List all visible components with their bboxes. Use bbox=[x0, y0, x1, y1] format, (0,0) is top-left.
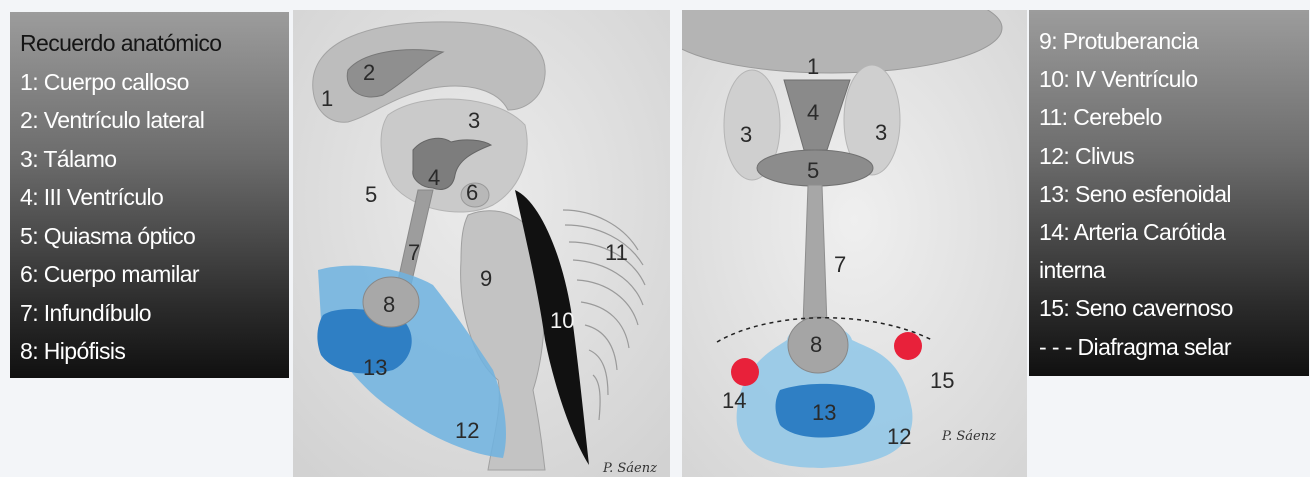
label-10: 10 bbox=[550, 308, 574, 333]
label-8: 8 bbox=[810, 332, 822, 357]
legend-item-talamo: 3: Tálamo bbox=[20, 140, 289, 179]
label-15: 15 bbox=[930, 368, 954, 393]
label-12: 12 bbox=[887, 424, 911, 449]
legend-item-cuerpo-calloso: 1: Cuerpo calloso bbox=[20, 63, 289, 102]
label-1: 1 bbox=[807, 54, 819, 79]
artist-signature: P. Sáenz bbox=[602, 461, 657, 476]
label-9: 9 bbox=[480, 266, 492, 291]
label-8: 8 bbox=[383, 292, 395, 317]
label-2: 2 bbox=[363, 60, 375, 85]
label-4: 4 bbox=[428, 165, 440, 190]
label-6: 6 bbox=[466, 180, 478, 205]
legend-item-diafragma-selar: - - - Diafragma selar bbox=[1039, 328, 1309, 366]
label-1: 1 bbox=[321, 86, 333, 111]
sagittal-drawing: 1 2 3 4 5 6 7 8 9 10 11 12 13 P. Sáenz bbox=[293, 10, 670, 477]
label-7: 7 bbox=[834, 252, 846, 277]
label-13: 13 bbox=[812, 400, 836, 425]
legend-item-protuberancia: 9: Protuberancia bbox=[1039, 22, 1309, 60]
legend-item-clivus: 12: Clivus bbox=[1039, 137, 1309, 175]
label-3: 3 bbox=[468, 108, 480, 133]
label-13: 13 bbox=[363, 355, 387, 380]
legend-right-panel: 9: Protuberancia 10: IV Ventrículo 11: C… bbox=[1029, 10, 1309, 376]
legend-item-hipofisis: 8: Hipófisis bbox=[20, 332, 289, 371]
carotid-artery-right bbox=[894, 332, 922, 360]
sagittal-drawing-panel: 1 2 3 4 5 6 7 8 9 10 11 12 13 P. Sáenz bbox=[293, 10, 670, 477]
legend-item-seno-cavernoso: 15: Seno cavernoso bbox=[1039, 289, 1309, 327]
coronal-drawing: 1 4 3 3 5 7 8 13 12 14 15 P. Sáenz bbox=[682, 10, 1027, 477]
label-3-left: 3 bbox=[740, 122, 752, 147]
label-7: 7 bbox=[408, 240, 420, 265]
legend-item-cerebelo: 11: Cerebelo bbox=[1039, 98, 1309, 136]
legend-item-ventriculo-lateral: 2: Ventrículo lateral bbox=[20, 101, 289, 140]
legend-item-infundibulo: 7: Infundíbulo bbox=[20, 294, 289, 333]
coronal-drawing-panel: 1 4 3 3 5 7 8 13 12 14 15 P. Sáenz bbox=[682, 10, 1027, 477]
label-12: 12 bbox=[455, 418, 479, 443]
label-4: 4 bbox=[807, 100, 819, 125]
artist-signature: P. Sáenz bbox=[941, 429, 996, 444]
legend-heading: Recuerdo anatómico bbox=[20, 24, 289, 63]
carotid-artery-left bbox=[731, 358, 759, 386]
legend-item-iv-ventriculo: 10: IV Ventrículo bbox=[1039, 60, 1309, 98]
legend-item-cuerpo-mamilar: 6: Cuerpo mamilar bbox=[20, 255, 289, 294]
label-5: 5 bbox=[807, 158, 819, 183]
legend-item-arteria-carotida: 14: Arteria Carótida bbox=[1039, 213, 1309, 251]
legend-item-arteria-carotida-cont: interna bbox=[1039, 251, 1309, 289]
legend-item-iii-ventriculo: 4: III Ventrículo bbox=[20, 178, 289, 217]
legend-item-seno-esfenoidal: 13: Seno esfenoidal bbox=[1039, 175, 1309, 213]
label-5: 5 bbox=[365, 182, 377, 207]
legend-left-panel: Recuerdo anatómico 1: Cuerpo calloso 2: … bbox=[10, 12, 289, 378]
label-14: 14 bbox=[722, 388, 746, 413]
legend-item-quiasma-optico: 5: Quiasma óptico bbox=[20, 217, 289, 256]
label-11: 11 bbox=[605, 240, 628, 265]
label-3-right: 3 bbox=[875, 120, 887, 145]
